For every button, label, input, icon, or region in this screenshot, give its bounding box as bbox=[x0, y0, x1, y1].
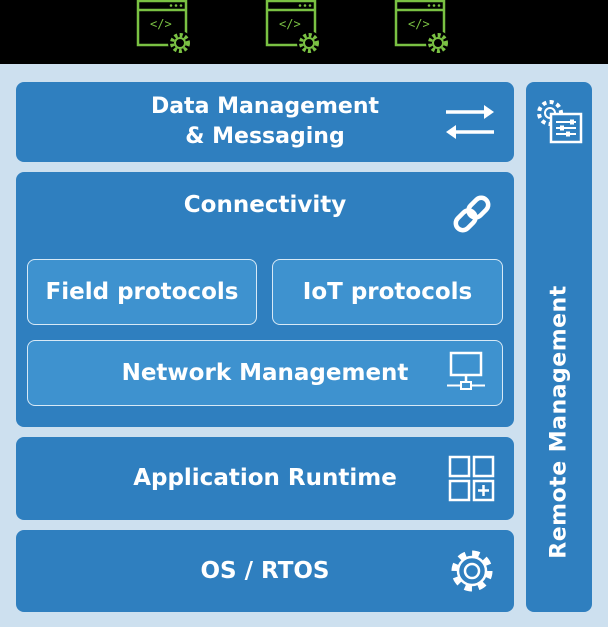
remote-management-layer: Remote Management bbox=[526, 82, 592, 612]
connectivity-title: Connectivity bbox=[183, 192, 347, 218]
code-window-gear-icon: </> bbox=[265, 0, 321, 55]
app-grid-plus-icon bbox=[448, 455, 495, 502]
top-band: </> </> </> bbox=[0, 0, 608, 64]
data-management-title-line2: & Messaging bbox=[185, 124, 345, 149]
os-rtos-title: OS / RTOS bbox=[200, 558, 330, 584]
field-protocols-box: Field protocols bbox=[27, 259, 257, 325]
chain-link-icon bbox=[453, 195, 491, 233]
svg-text:</>: </> bbox=[408, 17, 430, 31]
arrows-exchange-icon bbox=[446, 105, 494, 139]
iot-protocols-box: IoT protocols bbox=[272, 259, 503, 325]
gear-icon bbox=[451, 550, 493, 592]
network-monitor-icon bbox=[447, 351, 485, 390]
data-management-layer: Data Management & Messaging bbox=[16, 82, 514, 162]
data-management-title-line1: Data Management bbox=[150, 94, 380, 119]
network-management-box: Network Management bbox=[27, 340, 503, 406]
code-window-gear-icon: </> bbox=[136, 0, 192, 55]
remote-management-title: Remote Management bbox=[546, 285, 572, 559]
field-protocols-label: Field protocols bbox=[45, 279, 239, 305]
network-management-label: Network Management bbox=[121, 360, 409, 386]
svg-text:</>: </> bbox=[150, 17, 172, 31]
application-runtime-layer: Application Runtime bbox=[16, 437, 514, 520]
application-runtime-title: Application Runtime bbox=[133, 465, 397, 491]
iot-protocols-label: IoT protocols bbox=[302, 279, 473, 305]
connectivity-layer: Connectivity Field protocols IoT protoco… bbox=[16, 172, 514, 427]
code-window-gear-icon: </> bbox=[394, 0, 450, 55]
os-rtos-layer: OS / RTOS bbox=[16, 530, 514, 612]
gear-settings-panel-icon bbox=[537, 100, 583, 144]
svg-text:</>: </> bbox=[279, 17, 301, 31]
